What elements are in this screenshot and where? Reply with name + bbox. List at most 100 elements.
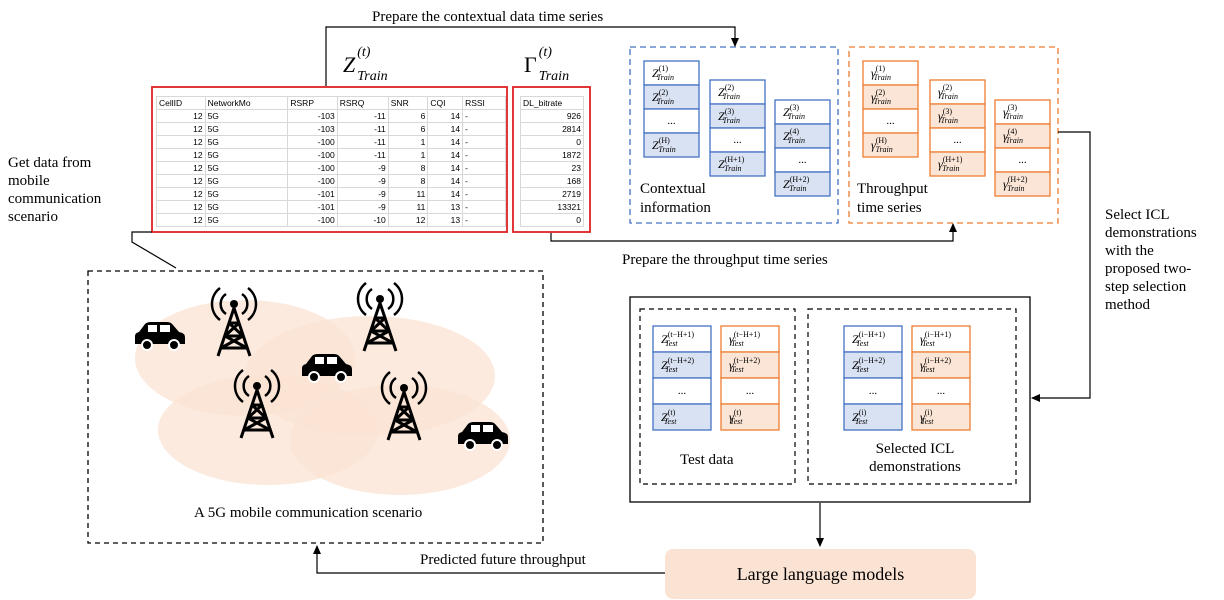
contextual-cell <box>774 147 831 173</box>
table-cell: -11 <box>336 148 389 162</box>
table-cell: 12 <box>387 213 429 227</box>
icl-gamma-cell <box>911 325 971 353</box>
contextual-cell <box>774 99 831 125</box>
throughput-cell <box>994 171 1051 197</box>
icl-z-cell-label: Z(i−H+2)Test <box>852 356 885 374</box>
table-cell: - <box>462 187 506 201</box>
table-cell: -10 <box>336 213 389 227</box>
coverage-areas <box>135 300 510 495</box>
get-data-label: Get data from mobile communication scena… <box>8 155 102 225</box>
table-cell: 6 <box>387 109 429 123</box>
table-cell: 12 <box>156 109 206 123</box>
test-z-cell <box>652 351 712 379</box>
icl-box <box>807 308 1017 485</box>
table-cell: -103 <box>287 109 338 123</box>
car-icon <box>458 422 508 451</box>
test-z-cell-label: Z(t)Test <box>661 408 677 426</box>
test-data-box <box>639 308 796 485</box>
tower-icon <box>380 371 428 441</box>
throughput-cell <box>929 103 986 129</box>
table-cell: 13 <box>427 213 464 227</box>
bitrate-cell: 926 <box>520 109 584 123</box>
table-cell: - <box>462 200 506 214</box>
scenario-title: A 5G mobile communication scenario <box>194 505 423 521</box>
table-cell: -11 <box>336 122 389 136</box>
sequence-cells: Z(1)TrainZ(2)Train...Z(H)TrainZ(2)TrainZ… <box>643 60 1051 431</box>
contextual-cell <box>643 60 700 86</box>
table-cell: 14 <box>427 174 464 188</box>
table-cell: -9 <box>336 161 389 175</box>
icl-z-cell <box>843 351 903 379</box>
scenario-box <box>87 270 544 544</box>
table-cell: 1 <box>387 148 429 162</box>
table-cell: 5G <box>204 213 289 227</box>
table-cell: 5G <box>204 135 289 149</box>
test-z-cell <box>652 403 712 431</box>
car-icon <box>302 354 352 383</box>
table-cell: 8 <box>387 174 429 188</box>
table-cell: 12 <box>156 200 206 214</box>
contextual-cell <box>643 132 700 158</box>
table-cell: 5G <box>204 148 289 162</box>
table-header-cell: RSRQ <box>336 96 389 110</box>
contextual-cell-label: Z(2)Train <box>718 83 740 101</box>
icl-gamma-cell-label: γ(i−H+2)Test <box>920 356 951 374</box>
bitrate-header-cell: DL_bitrate <box>520 96 584 110</box>
predicted-label: Predicted future throughput <box>420 552 586 568</box>
throughput-cell-label: γ(1)Train <box>871 64 891 82</box>
predicted-arrow <box>313 545 665 574</box>
table-cell: -9 <box>336 174 389 188</box>
table-cell: 11 <box>387 187 429 201</box>
contextual-cell-label: Z(3)Train <box>718 107 740 125</box>
table-cell: 5G <box>204 187 289 201</box>
table-cell: 1 <box>387 135 429 149</box>
table-cell: -9 <box>336 187 389 201</box>
contextual-title: Contextual information <box>640 181 711 216</box>
table-cell: 8 <box>387 161 429 175</box>
test-gamma-cell <box>720 351 780 379</box>
table-cell: 12 <box>156 122 206 136</box>
throughput-cell-label: ... <box>886 115 895 127</box>
prepare-context-label: Prepare the contextual data time series <box>372 9 604 25</box>
icl-z-cell <box>843 403 903 431</box>
table-cell: 5G <box>204 122 289 136</box>
table-cell: 14 <box>427 109 464 123</box>
gamma-train-label: Γ(t)Train <box>524 45 570 84</box>
contextual-cell-label: Z(2)Train <box>652 88 674 106</box>
throughput-cell-label: ... <box>1018 154 1027 166</box>
table-cell: -100 <box>287 135 338 149</box>
icl-gamma-cell <box>911 351 971 379</box>
contextual-cell-label: ... <box>667 115 676 127</box>
icl-gamma-cell <box>911 403 971 431</box>
table-cell: -100 <box>287 174 338 188</box>
table-cell: 5G <box>204 109 289 123</box>
table-header-cell: CQI <box>427 96 464 110</box>
table-cell: 13 <box>427 200 464 214</box>
table-cell: -11 <box>336 109 389 123</box>
contextual-cell-label: Z(4)Train <box>783 127 805 145</box>
table-cell: -101 <box>287 200 338 214</box>
test-gamma-cell <box>720 377 780 405</box>
table-cell: -100 <box>287 161 338 175</box>
throughput-cell-label: γ(H+2)Train <box>1003 175 1028 193</box>
bitrate-cell: 13321 <box>520 200 584 214</box>
throughput-cell-label: γ(2)Train <box>938 83 958 101</box>
table-cell: - <box>462 213 506 227</box>
table-cell: - <box>462 161 506 175</box>
contextual-box <box>629 46 839 224</box>
contextual-cell-label: ... <box>798 154 807 166</box>
bitrate-cell: 0 <box>520 213 584 227</box>
table-header-cell: NetworkMo <box>204 96 289 110</box>
table-cell: 12 <box>156 161 206 175</box>
contextual-cell-label: Z(3)Train <box>783 103 805 121</box>
table-cell: 12 <box>156 174 206 188</box>
throughput-cell <box>862 132 919 158</box>
test-gamma-cell-label: γ(t)Test <box>729 408 743 426</box>
test-z-cell-label: Z(t−H+2)Test <box>661 356 694 374</box>
